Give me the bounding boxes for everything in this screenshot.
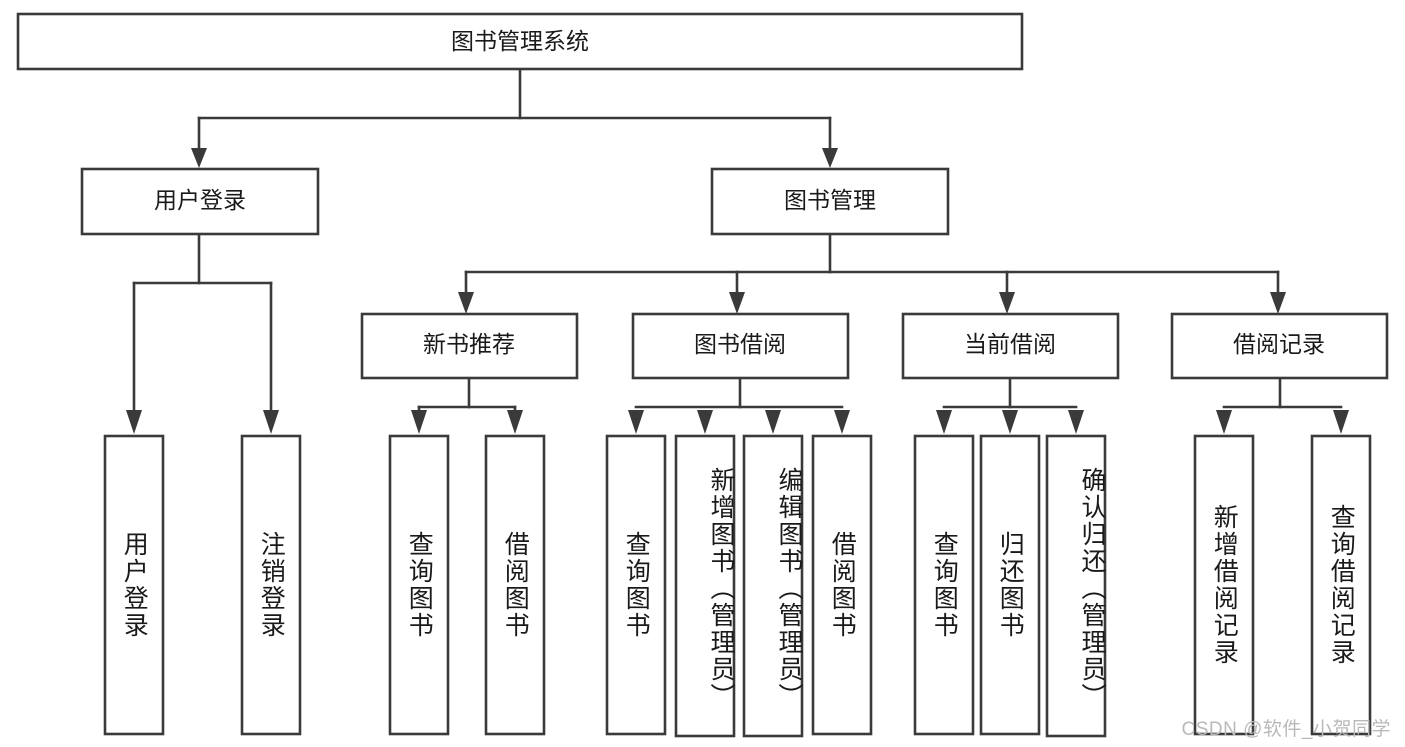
arrow-head-book-manage [822,148,838,168]
node-leaf-logout[interactable] [240,434,302,736]
arrow-head-cb-leaf-1 [936,410,952,434]
node-new-book-recommend[interactable] [360,312,579,380]
node-book-management[interactable] [710,167,950,236]
node-leaf-bb-add-book[interactable] [674,434,736,738]
node-book-borrow-label: 图书借阅 [694,331,786,357]
watermark-text: CSDN @软件_小贺同学 [1181,719,1391,740]
node-leaf-bb-borrow-book[interactable] [811,434,873,736]
arrow-head-nb-leaf-2 [507,410,523,434]
arrow-head-bb-leaf-2 [697,410,713,434]
node-root[interactable] [16,12,1024,71]
node-user-login[interactable] [80,167,320,236]
node-leaf-br-query-record[interactable] [1310,434,1372,736]
node-user-login-label: 用户登录 [154,187,246,213]
node-current-borrow-label: 当前借阅 [964,331,1056,357]
node-leaf-cb-return-book[interactable] [979,434,1041,736]
arrow-head-bb-leaf-1 [628,410,644,434]
node-new-book-recommend-label: 新书推荐 [423,331,515,357]
node-leaf-br-add-record[interactable] [1193,434,1255,736]
arrow-head-nb-leaf-1 [411,410,427,434]
arrow-head-new-books [458,292,474,314]
connector-layer [126,67,1349,434]
arrow-head-cb-leaf-3 [1068,410,1084,434]
node-book-borrow[interactable] [631,312,850,380]
node-leaf-bb-edit-book[interactable] [742,434,804,738]
arrow-head-br-leaf-1 [1216,410,1232,434]
node-leaf-nb-query-book[interactable] [388,434,450,736]
node-borrow-record-label: 借阅记录 [1233,331,1325,357]
arrow-head-cb-leaf-2 [1002,410,1018,434]
arrow-head-borrow-records [1270,292,1286,314]
arrow-head-user-login [191,148,207,168]
arrow-head-bb-leaf-3 [765,410,781,434]
arrow-head-borrow-books [729,292,745,314]
arrow-head-leaf-logout [263,410,279,434]
node-current-borrow[interactable] [901,312,1120,380]
node-leaf-cb-query-book[interactable] [913,434,975,736]
node-leaf-bb-query-book[interactable] [605,434,667,736]
node-leaf-nb-borrow-book[interactable] [484,434,546,736]
node-leaf-user-login[interactable] [103,434,165,736]
node-borrow-record[interactable] [1170,312,1389,380]
node-book-management-label: 图书管理 [784,187,876,213]
node-root-label: 图书管理系统 [451,28,589,54]
node-leaf-cb-confirm-return[interactable] [1045,434,1107,738]
arrow-head-bb-leaf-4 [834,410,850,434]
node-layer: 图书管理系统 用户登录 图书管理 新书推荐 图书借阅 当前借阅 借阅记录 [16,12,1389,738]
arrow-head-current-borrow [999,292,1015,314]
arrow-head-leaf-user-login [126,410,142,434]
arrow-head-br-leaf-2 [1333,410,1349,434]
